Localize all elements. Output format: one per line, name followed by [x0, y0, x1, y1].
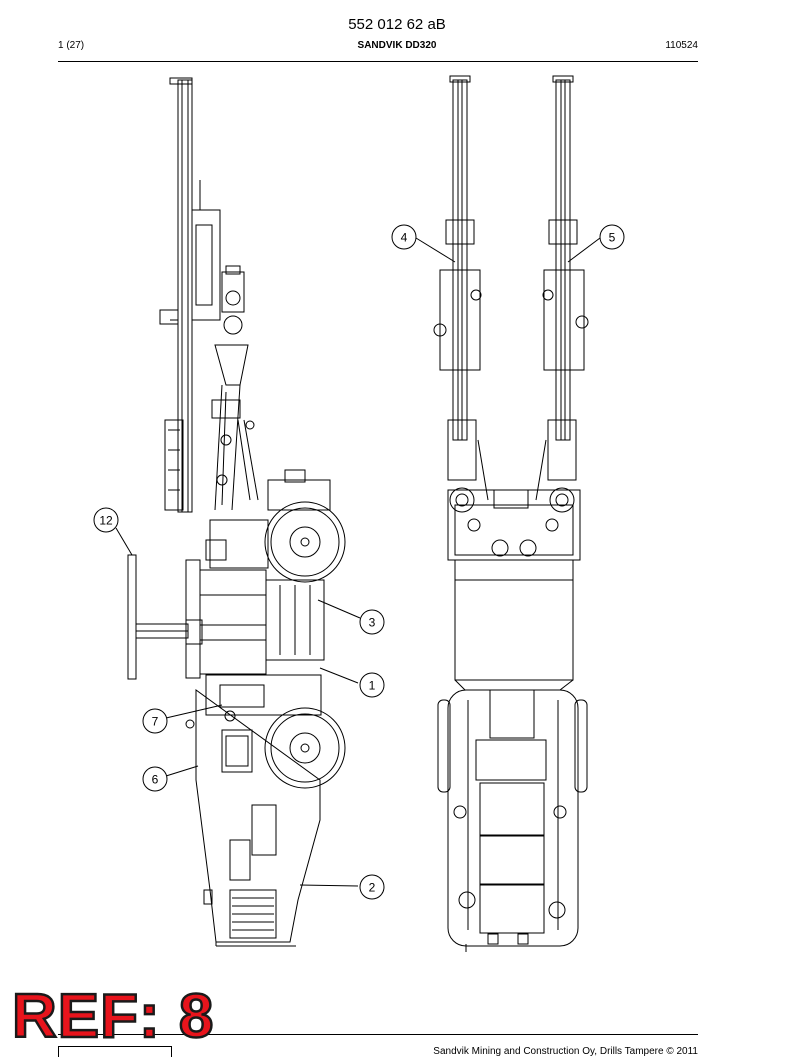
date-code: 110524 — [665, 40, 698, 51]
carrier-top — [447, 489, 581, 952]
footer-copyright: Sandvik Mining and Construction Oy, Dril… — [433, 1046, 698, 1057]
front-wheel — [264, 501, 346, 583]
callout-2: 2 — [299, 874, 385, 900]
top-view — [433, 75, 589, 952]
callout-label: 3 — [369, 616, 376, 630]
callout-label: 7 — [152, 715, 159, 729]
front-jack — [127, 554, 203, 680]
callout-label: 6 — [152, 773, 159, 787]
footer-rule — [58, 1034, 698, 1035]
left-rear-tyre — [437, 699, 451, 793]
document-title: SANDVIK DD320 — [357, 40, 437, 51]
callout-5: 5 — [567, 224, 625, 263]
right-rear-tyre — [574, 699, 588, 793]
ref-stamp: REF: 8 — [11, 982, 215, 1051]
callout-group: 1 2 3 4 5 6 7 — [93, 224, 625, 900]
right-feed — [535, 75, 589, 513]
feed-beam — [159, 77, 221, 513]
callout-12: 12 — [93, 507, 133, 556]
callout-4: 4 — [391, 224, 456, 263]
callout-label: 4 — [401, 231, 408, 245]
callout-label: 2 — [369, 881, 376, 895]
callout-1: 1 — [319, 667, 385, 698]
document-number: 552 012 62 aB — [348, 16, 446, 33]
side-view — [127, 77, 346, 947]
footer-logo-box — [58, 1046, 172, 1057]
callout-6: 6 — [142, 765, 199, 792]
boom-arm — [211, 265, 259, 511]
header-rule — [58, 61, 698, 62]
left-feed — [433, 75, 489, 513]
callout-7: 7 — [142, 704, 223, 734]
callout-label: 5 — [609, 231, 616, 245]
callout-3: 3 — [317, 599, 385, 635]
page-indicator: 1 (27) — [58, 40, 85, 51]
rear-wheel — [264, 707, 346, 789]
callout-label: 1 — [369, 679, 376, 693]
callout-label: 12 — [99, 514, 113, 528]
carrier-body — [185, 469, 331, 947]
